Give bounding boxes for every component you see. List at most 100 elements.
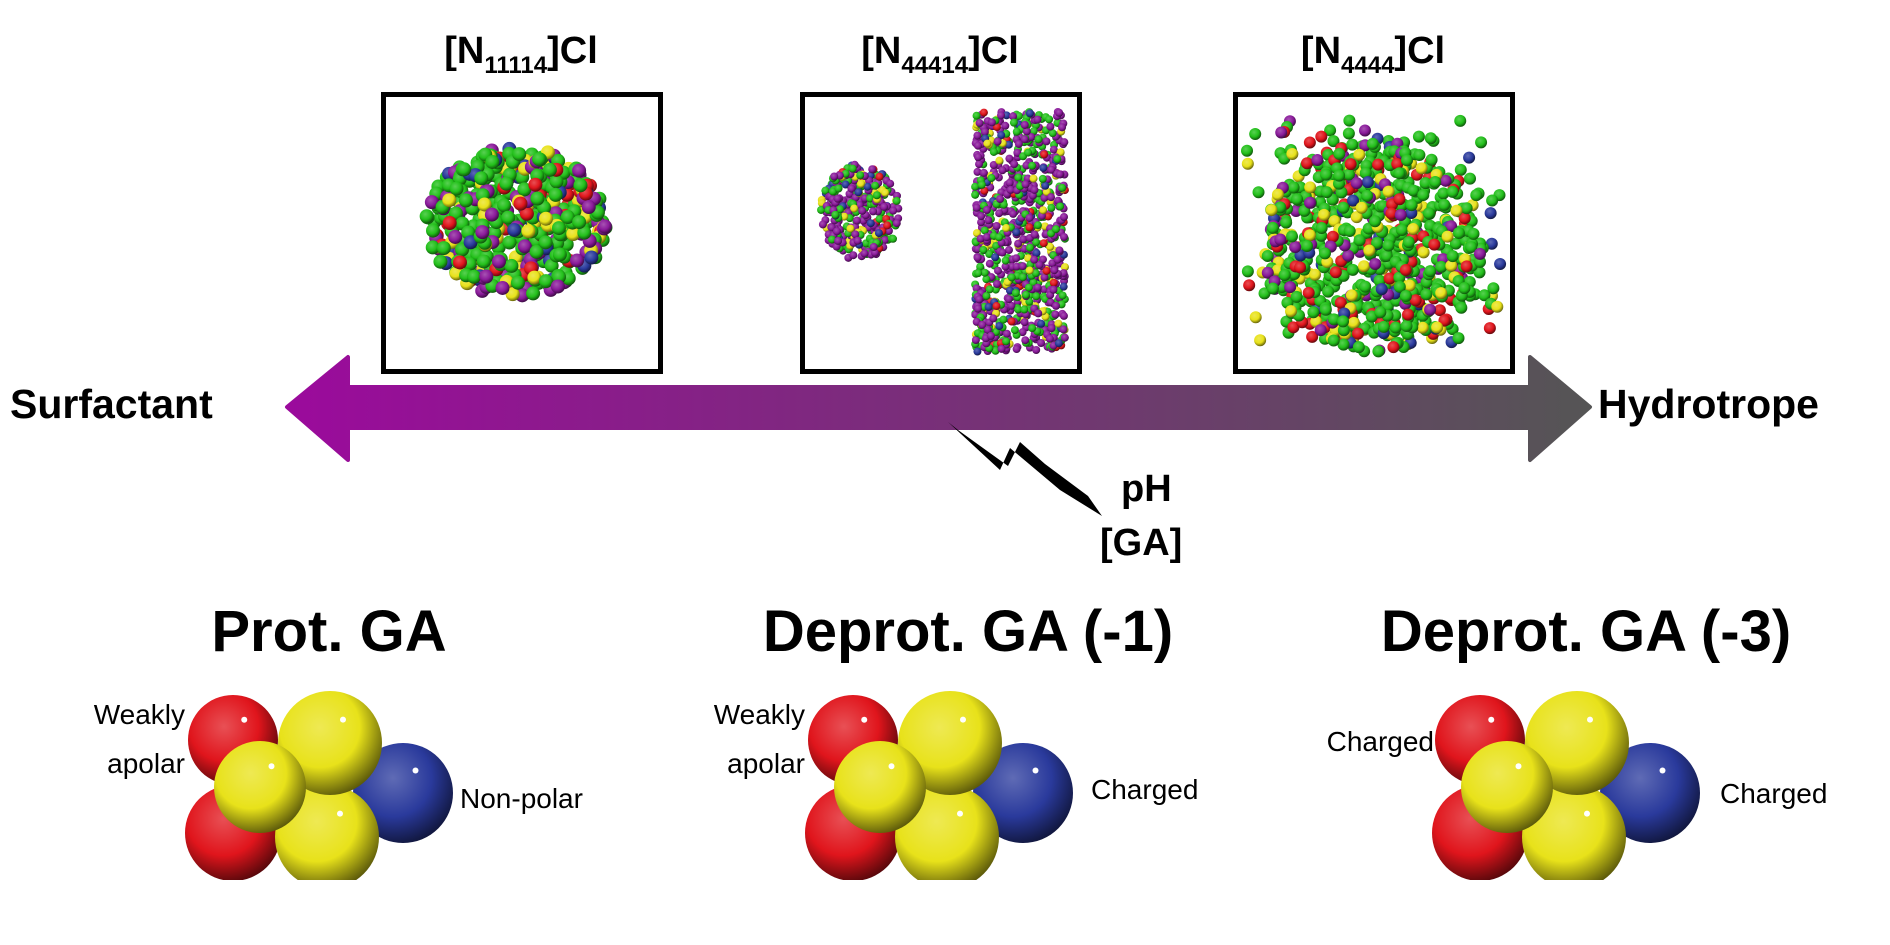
bead xyxy=(1042,137,1051,146)
bead xyxy=(1309,268,1322,281)
bead xyxy=(989,314,998,323)
bead xyxy=(1422,207,1435,220)
bead xyxy=(1394,208,1407,221)
bead xyxy=(1026,243,1035,252)
bead xyxy=(1278,268,1291,281)
bead xyxy=(1372,158,1385,171)
bead xyxy=(513,196,528,211)
bead xyxy=(560,210,575,225)
surfactant-label: Surfactant xyxy=(10,381,213,427)
bead xyxy=(984,216,993,225)
bead xyxy=(995,156,1004,165)
bead xyxy=(1315,221,1328,234)
bead xyxy=(1058,291,1067,300)
carbon-atom xyxy=(278,691,382,795)
bead xyxy=(1001,256,1010,265)
bead xyxy=(1025,223,1034,232)
bead xyxy=(517,182,532,197)
bead xyxy=(1059,269,1068,278)
bead xyxy=(889,206,898,215)
bead xyxy=(1327,135,1340,148)
bead xyxy=(1044,212,1053,221)
bead xyxy=(979,168,988,177)
bead xyxy=(1007,301,1016,310)
bead xyxy=(1333,147,1346,160)
bead xyxy=(1361,176,1374,189)
bead xyxy=(1275,126,1288,139)
bead xyxy=(846,224,855,233)
bead xyxy=(991,346,1000,355)
bead xyxy=(1012,228,1021,237)
bead xyxy=(1417,246,1430,259)
bead xyxy=(874,229,883,238)
bead xyxy=(1020,135,1029,144)
bead xyxy=(1337,324,1350,337)
bead xyxy=(424,195,439,210)
bead xyxy=(1487,282,1500,295)
bead xyxy=(1058,123,1067,132)
bead xyxy=(1322,285,1335,298)
bead xyxy=(973,131,982,140)
bead xyxy=(985,250,994,259)
bead xyxy=(1289,240,1302,253)
bead xyxy=(495,280,510,295)
heading-deprot-ga-1: Deprot. GA (-1) xyxy=(762,599,1174,664)
bead xyxy=(880,202,889,211)
bead xyxy=(1435,260,1448,273)
bead xyxy=(977,212,986,221)
bead xyxy=(1280,216,1293,229)
bead xyxy=(1433,304,1446,317)
bead xyxy=(1359,280,1372,293)
molecule-deprot-ga-1 xyxy=(805,691,1073,880)
bead xyxy=(1464,172,1477,185)
bead xyxy=(1347,194,1360,207)
bead xyxy=(1491,300,1504,313)
title-suffix: ]Cl xyxy=(547,30,598,72)
bead xyxy=(1337,201,1350,214)
bead xyxy=(1428,238,1441,251)
bead xyxy=(1054,339,1063,348)
bead xyxy=(1346,263,1359,276)
bead xyxy=(834,184,843,193)
bead xyxy=(856,179,865,188)
bead xyxy=(1005,154,1014,163)
specular-highlight xyxy=(1587,716,1593,723)
bead xyxy=(1301,157,1314,170)
bead xyxy=(1413,149,1426,162)
bead xyxy=(1353,148,1366,161)
bead xyxy=(1363,244,1376,257)
bead xyxy=(1029,174,1038,183)
bead xyxy=(974,304,983,313)
bead xyxy=(1286,230,1299,243)
bead xyxy=(1049,285,1058,294)
carbon-atom xyxy=(1522,785,1626,880)
bead xyxy=(1454,163,1467,176)
bead xyxy=(1369,215,1382,228)
bead xyxy=(1333,169,1346,182)
bead xyxy=(1014,305,1023,314)
bead xyxy=(1019,235,1028,244)
bead xyxy=(1030,255,1039,264)
bead xyxy=(974,269,983,278)
prot-ga-right-label: Non-polar xyxy=(460,783,583,814)
bead xyxy=(1038,174,1047,183)
bead xyxy=(1046,242,1055,251)
bead xyxy=(1337,315,1350,328)
carbon-atom xyxy=(1461,741,1553,833)
title-prefix: [N xyxy=(444,30,485,72)
title-suffix: ]Cl xyxy=(1394,30,1446,72)
bead xyxy=(1050,266,1059,275)
bead xyxy=(1025,266,1034,275)
bead xyxy=(1045,115,1054,124)
bead xyxy=(992,222,1001,231)
bead xyxy=(1387,341,1400,354)
bead xyxy=(1377,320,1390,333)
bead xyxy=(1001,121,1010,130)
bead xyxy=(1463,151,1476,164)
bead xyxy=(977,218,986,227)
bead xyxy=(868,165,877,174)
bead xyxy=(993,137,1002,146)
bead xyxy=(448,229,463,244)
bead xyxy=(1034,135,1043,144)
specular-highlight xyxy=(1584,810,1590,817)
